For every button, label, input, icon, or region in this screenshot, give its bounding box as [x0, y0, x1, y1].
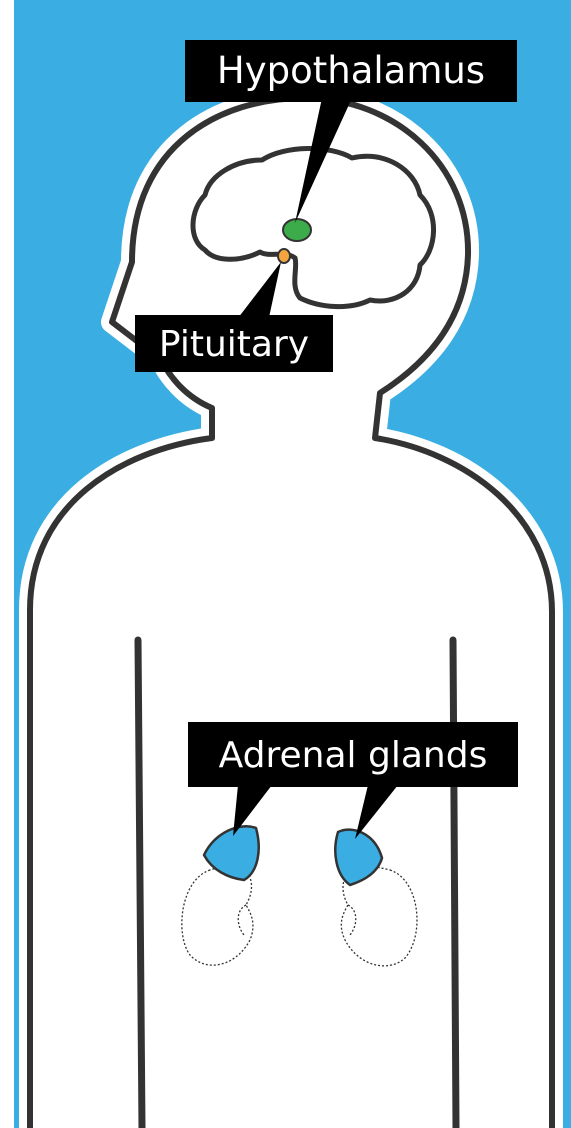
pituitary-gland — [278, 249, 290, 263]
hypothalamus-label: Hypothalamus — [217, 49, 485, 92]
left-white-strip — [0, 0, 14, 1128]
right-arm-line — [453, 640, 456, 1128]
hypothalamus-gland — [283, 219, 311, 241]
adrenal-label: Adrenal glands — [219, 735, 488, 776]
pituitary-label: Pituitary — [159, 324, 309, 365]
left-arm-line — [138, 640, 142, 1128]
